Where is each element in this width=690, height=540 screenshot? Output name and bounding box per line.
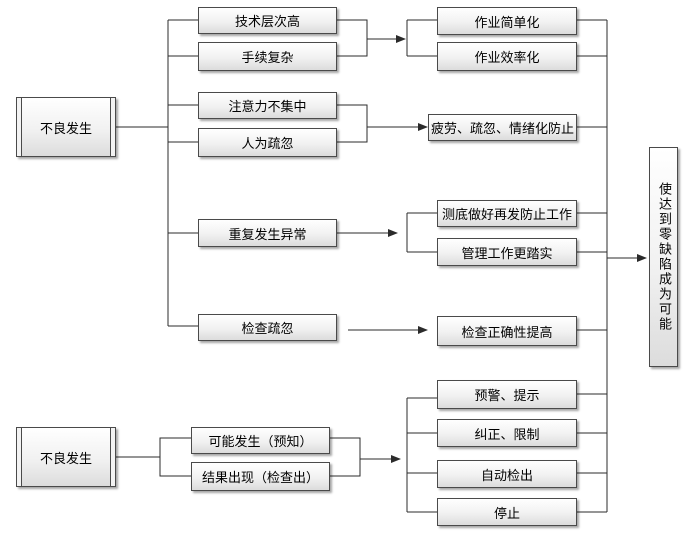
source-label: 不良发生 bbox=[39, 121, 92, 137]
source-box-defect-occurrence-1: 不良发生 bbox=[16, 97, 116, 157]
measure-label: 停止 bbox=[493, 506, 520, 522]
measure-label: 疲劳、疏忽、情绪化防止 bbox=[430, 122, 574, 137]
cause-box-result: 结果出现（检查出） bbox=[191, 462, 330, 491]
measure-box-management: 管理工作更踏实 bbox=[437, 238, 577, 266]
cause-box-possible: 可能发生（预知） bbox=[191, 427, 330, 454]
measure-box-stop: 停止 bbox=[437, 498, 577, 526]
measure-label: 测底做好再发防止工作 bbox=[441, 208, 572, 223]
goal-box-zero-defect: 使达到零缺陷成为可能 bbox=[649, 147, 678, 367]
cause-label: 注意力不集中 bbox=[228, 100, 307, 115]
source-label: 不良发生 bbox=[39, 451, 92, 467]
measure-label: 管理工作更踏实 bbox=[461, 246, 553, 262]
cause-label: 人为疏忽 bbox=[241, 137, 294, 152]
measure-label: 自动检出 bbox=[480, 468, 533, 484]
cause-label: 可能发生（预知） bbox=[208, 435, 313, 450]
cause-box-inspect-neglect: 检查疏忽 bbox=[198, 314, 337, 341]
measure-label: 作业简单化 bbox=[474, 15, 540, 31]
measure-box-correct: 纠正、限制 bbox=[437, 419, 577, 447]
cause-label: 结果出现（检查出） bbox=[201, 471, 319, 486]
measure-label: 纠正、限制 bbox=[474, 427, 540, 443]
cause-label: 技术层次高 bbox=[234, 15, 300, 30]
cause-box-procedure: 手续复杂 bbox=[198, 42, 337, 71]
measure-box-efficient: 作业效率化 bbox=[437, 42, 577, 71]
measure-label: 作业效率化 bbox=[474, 51, 540, 66]
measure-label: 检查正确性提高 bbox=[461, 325, 553, 341]
cause-label: 手续复杂 bbox=[241, 51, 294, 66]
cause-box-repeat-abnormal: 重复发生异常 bbox=[198, 219, 337, 247]
cause-box-attention: 注意力不集中 bbox=[198, 92, 337, 119]
measure-box-warning: 预警、提示 bbox=[437, 380, 577, 409]
measure-label: 预警、提示 bbox=[474, 389, 540, 404]
cause-label: 重复发生异常 bbox=[228, 227, 307, 243]
source-box-defect-occurrence-2: 不良发生 bbox=[16, 427, 116, 487]
goal-label: 使达到零缺陷成为可能 bbox=[656, 182, 671, 332]
measure-box-inspect-accuracy: 检查正确性提高 bbox=[437, 316, 577, 346]
measure-box-fatigue: 疲劳、疏忽、情绪化防止 bbox=[428, 114, 577, 141]
cause-box-tech-level: 技术层次高 bbox=[198, 7, 337, 34]
measure-box-simplify: 作业简单化 bbox=[437, 7, 577, 35]
measure-box-prevent-work: 测底做好再发防止工作 bbox=[437, 200, 577, 227]
cause-label: 检查疏忽 bbox=[241, 322, 294, 337]
cause-box-human-neglect: 人为疏忽 bbox=[198, 128, 337, 157]
measure-box-auto-detect: 自动检出 bbox=[437, 460, 577, 488]
